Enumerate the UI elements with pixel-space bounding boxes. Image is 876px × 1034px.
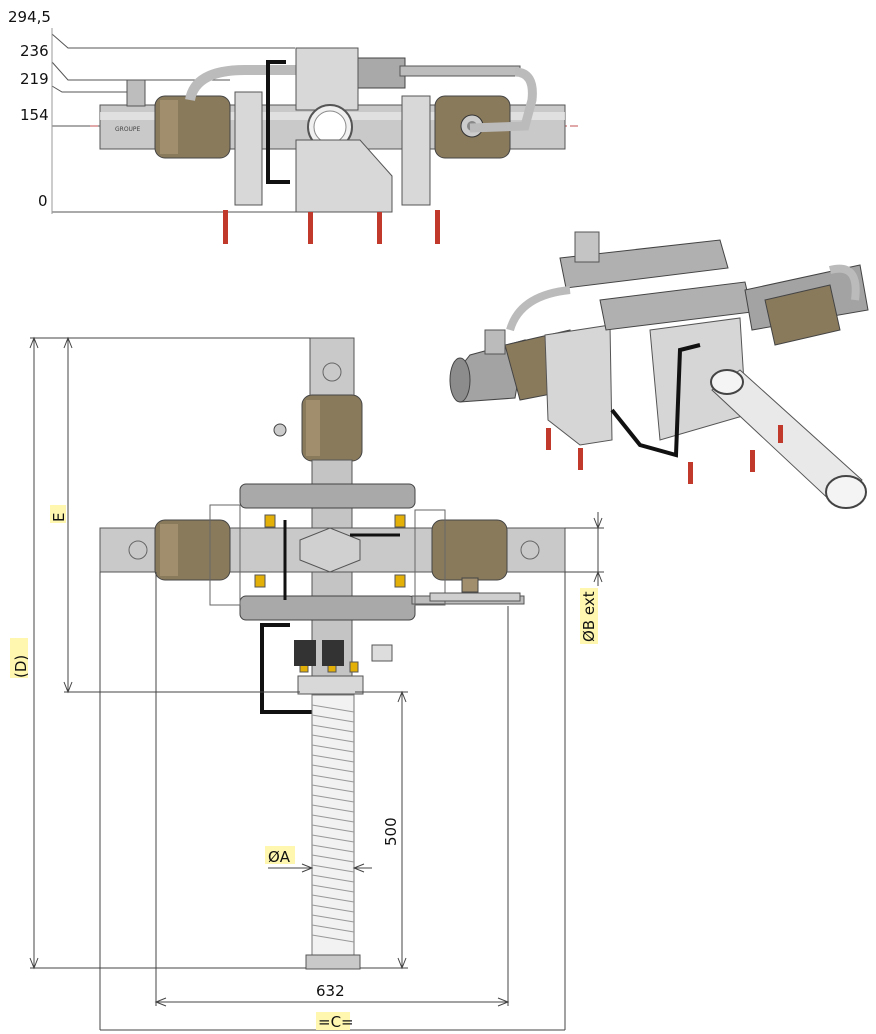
side-view: GROUPE 294,5 236 219 154 0	[8, 8, 580, 244]
front-view	[99, 337, 566, 970]
dimension-632-label: 632	[316, 982, 345, 1000]
bracket-center	[295, 139, 393, 213]
dimension-c-label: =C=	[318, 1013, 354, 1031]
dimension-lines	[29, 336, 604, 1031]
flex-hose-front	[305, 694, 361, 970]
dimension-e-label: E	[50, 513, 68, 522]
level-154: 154	[20, 106, 49, 124]
upper-cylinder	[354, 57, 406, 89]
bracket-right	[401, 95, 431, 206]
vertical-pipe-top	[309, 337, 355, 399]
hose	[266, 60, 290, 184]
bracket-left	[234, 91, 263, 206]
level-0: 0	[38, 192, 48, 210]
upper-cylinder-front	[239, 483, 416, 509]
central-block	[295, 47, 359, 111]
level-294-5: 294,5	[8, 8, 51, 26]
dimension-500-label: 500	[382, 817, 400, 846]
level-lines	[51, 28, 300, 214]
dimension-a-label: ØA	[268, 848, 291, 866]
level-219: 219	[20, 70, 49, 88]
air-vent	[126, 79, 146, 107]
flex-hose-iso	[710, 369, 867, 509]
valve-marking: GROUPE	[115, 126, 141, 133]
level-236: 236	[20, 42, 49, 60]
isometric-view	[449, 231, 869, 509]
dimension-d-label: (D)	[12, 655, 30, 678]
right-side-valve	[431, 519, 508, 581]
dimension-b-label: ØB ext	[580, 591, 598, 642]
anchor-bolts	[223, 210, 440, 244]
lower-cylinder-front	[239, 595, 416, 621]
